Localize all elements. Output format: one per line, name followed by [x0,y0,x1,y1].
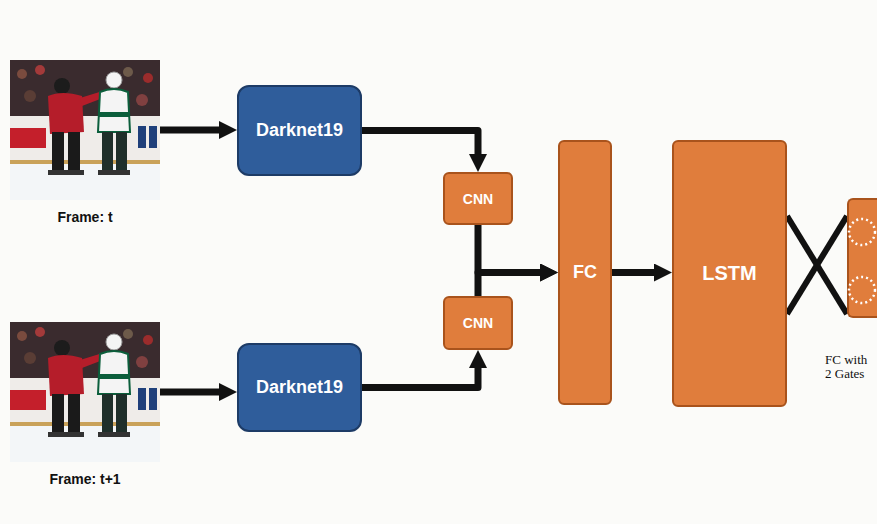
node-label: LSTM [702,262,756,285]
gate-line [787,216,847,314]
cnn-box: CNN [443,296,513,350]
lstm-box: LSTM [672,140,787,407]
gate-line [787,216,847,314]
hockey-photo [10,322,160,462]
flow-arrow [160,389,220,396]
fc-box: FC [558,140,612,405]
backbone-box: Darknet19 [237,85,362,176]
node-label: CNN [463,315,493,331]
gate-box: FC with 2 Gates [847,198,877,318]
node-label: FC [573,262,597,283]
flow-arrow [362,131,478,156]
node-label: CNN [463,191,493,207]
hockey-photo [10,60,160,200]
flow-arrow [160,127,220,134]
cnn-box: CNN [443,172,513,225]
photo-frame: Frame: t+1 [10,322,160,462]
flow-arrow [612,269,655,276]
node-label: Frame: t [10,209,160,225]
backbone-box: Darknet19 [237,343,362,432]
node-label: Frame: t+1 [10,471,160,487]
flow-arrow [478,225,541,273]
node-label: Darknet19 [256,377,343,398]
flow-arrow [362,367,478,388]
photo-frame: Frame: t [10,60,160,200]
flow-arrow [478,273,541,297]
node-label: FC with 2 Gates [825,353,873,380]
node-label: Darknet19 [256,120,343,141]
